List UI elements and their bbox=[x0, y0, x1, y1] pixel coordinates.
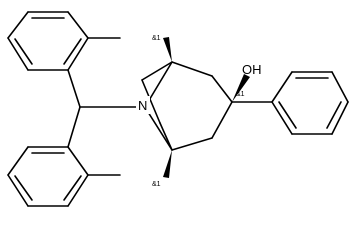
top-bridgehead-wedge bbox=[163, 37, 172, 62]
benzhydryl-bonds bbox=[67, 69, 139, 148]
carbinol-stereo-label: &1 bbox=[236, 91, 245, 98]
tropane-core bbox=[141, 61, 233, 151]
nitrogen-label: N bbox=[138, 98, 147, 113]
lower-tolyl-ring bbox=[7, 146, 89, 207]
hydroxyl-label: OH bbox=[242, 62, 262, 77]
upper-tolyl-ring bbox=[7, 11, 89, 71]
top-bridgehead-stereo-label: &1 bbox=[152, 35, 161, 42]
bottom-bridgehead-stereo-label: &1 bbox=[152, 181, 161, 188]
carbinol-oh-wedge bbox=[232, 74, 250, 102]
phenyl-ring bbox=[271, 71, 349, 135]
nitrogen-label-bg bbox=[136, 96, 150, 114]
bottom-bridgehead-wedge bbox=[163, 150, 172, 178]
chemical-structure-diagram: N OH &1 &1 &1 bbox=[7, 11, 349, 207]
